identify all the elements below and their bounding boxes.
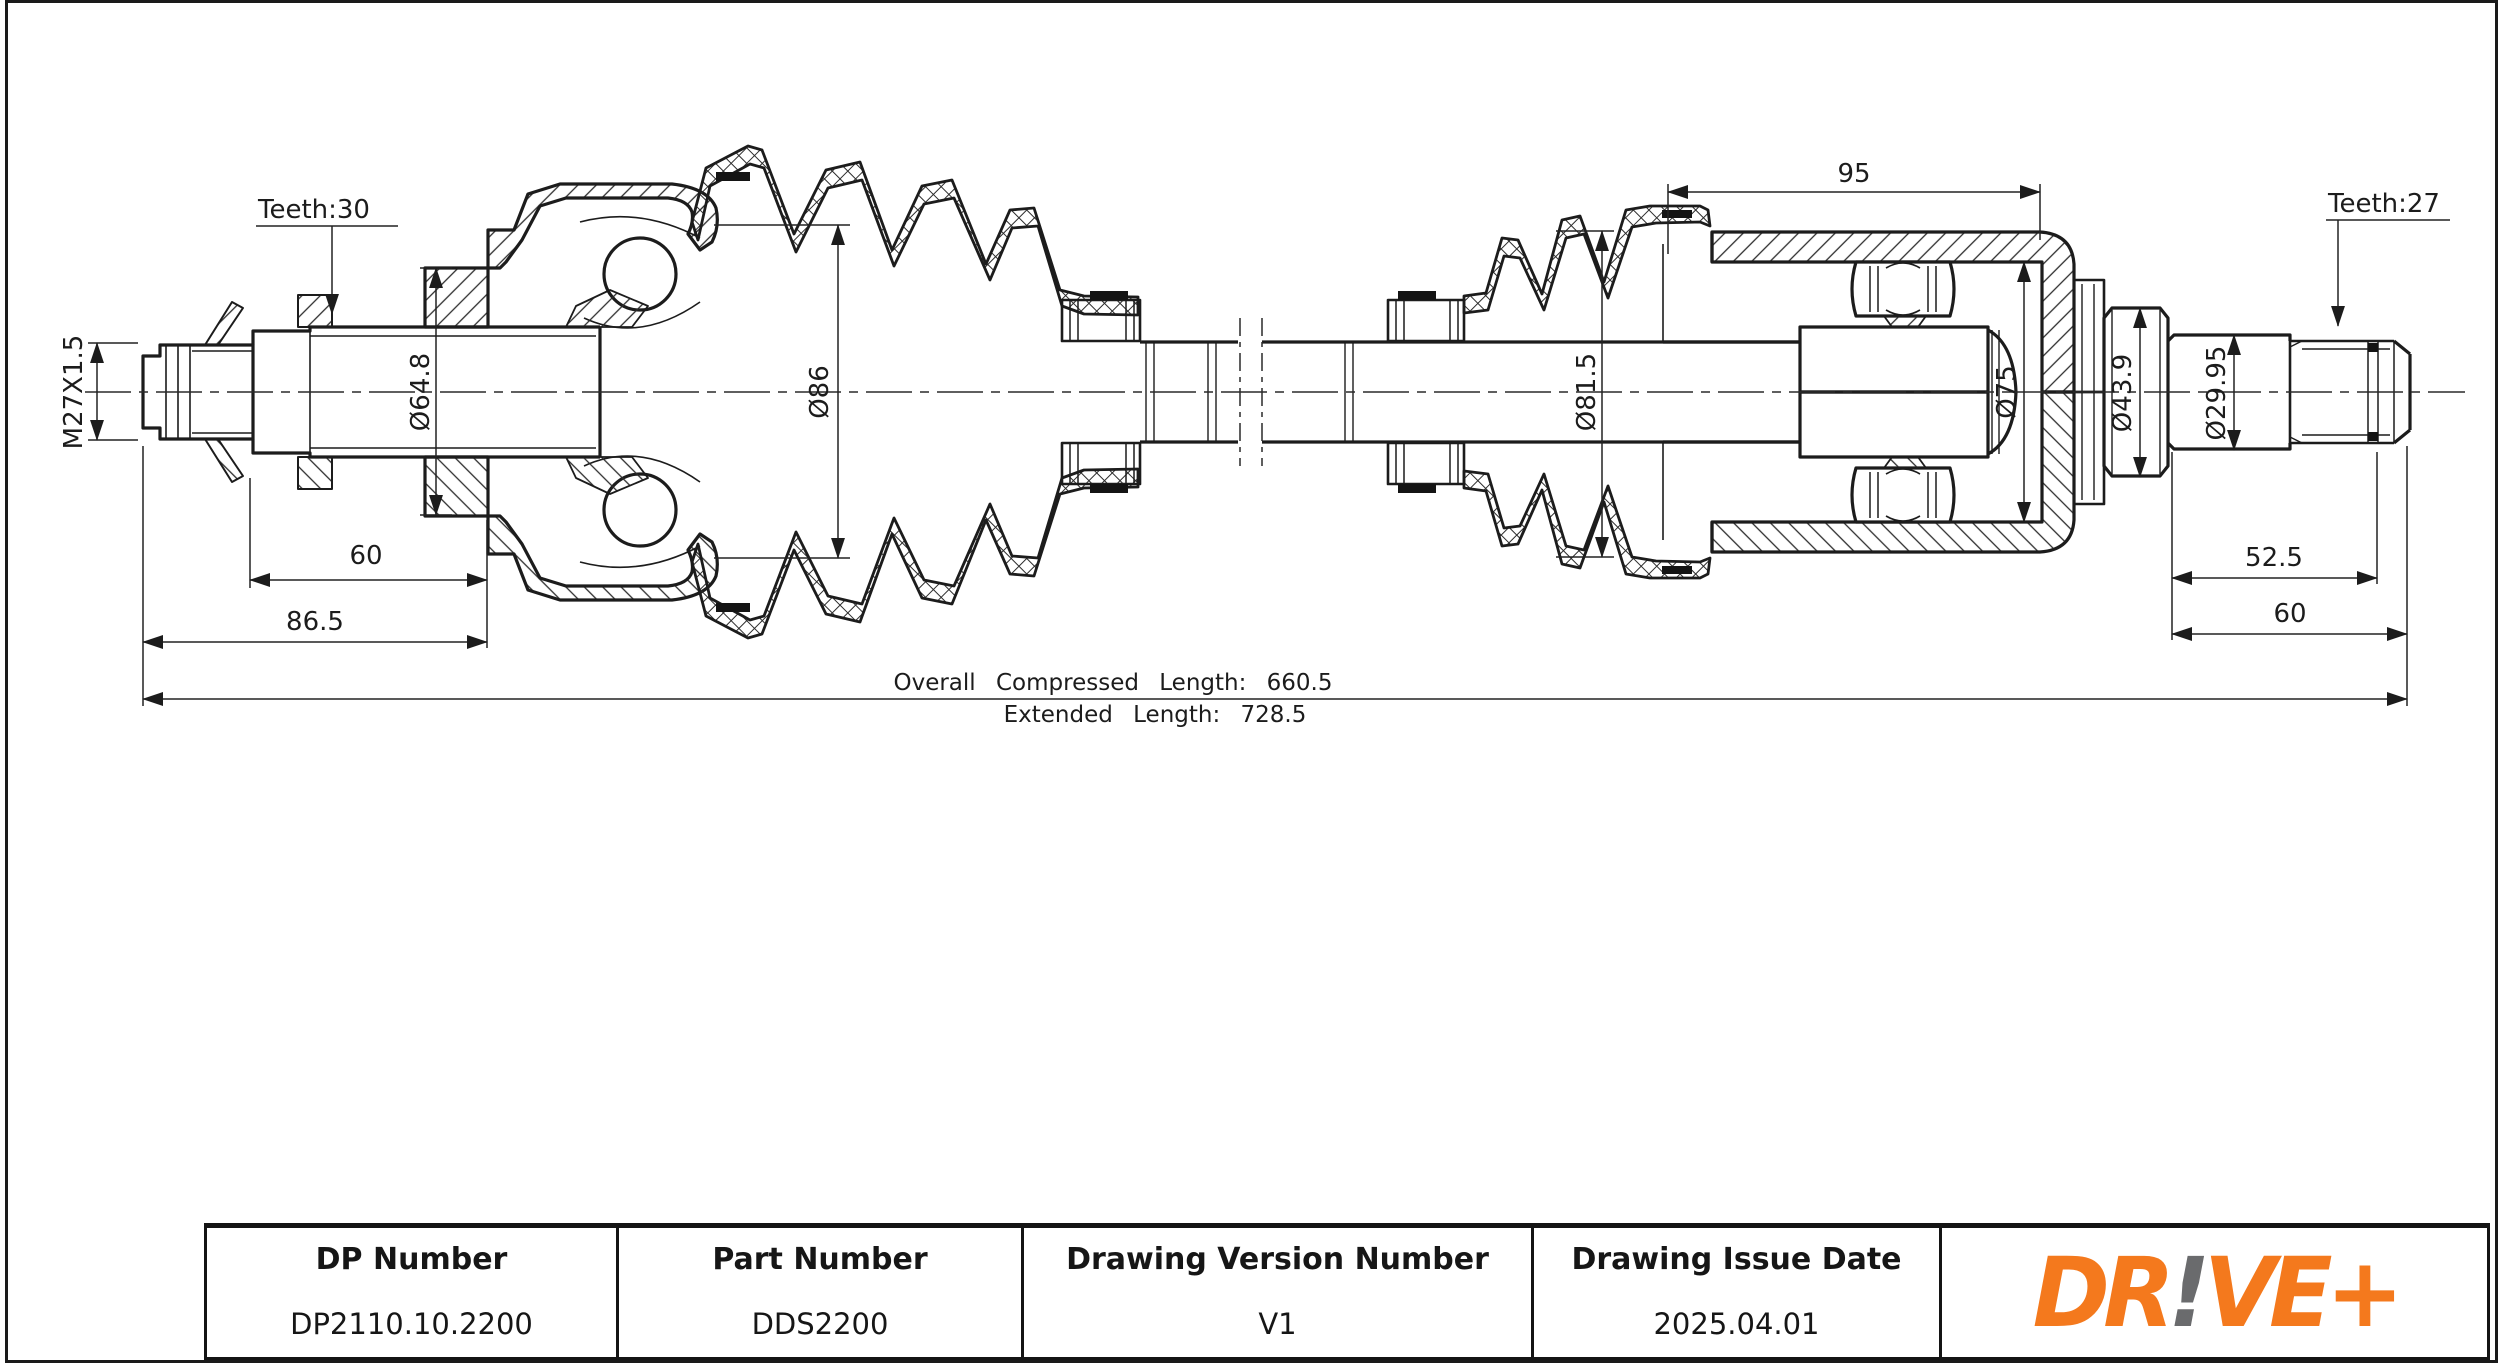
label-overall-compressed-length: Overall Compressed Length: 660.5: [893, 670, 1332, 696]
logo-exclamation: !: [2167, 1236, 2210, 1349]
tripod-roller: [1850, 260, 1956, 318]
header-dp-number-label: DP Number: [315, 1241, 508, 1277]
label-dia-64-8: Ø64.8: [406, 353, 436, 431]
dimension-labels: Teeth:30 Teeth:27 M27X1.5 Ø64.8 Ø86 Ø81.…: [59, 159, 2440, 728]
logo-ve-plus: VE+: [2203, 1236, 2403, 1349]
centerlines: [85, 318, 2465, 466]
label-dia-75: Ø75: [1992, 365, 2022, 419]
label-dim-95: 95: [1837, 159, 1870, 189]
left-boot-clamp-band: [716, 172, 750, 181]
part-number-value: DDS2200: [751, 1306, 889, 1341]
value-issue-date: 2025.04.01: [1531, 1290, 1942, 1360]
label-dia-86: Ø86: [805, 365, 835, 419]
header-part-number-label: Part Number: [712, 1241, 928, 1277]
right-boot-clamp-band: [1662, 210, 1692, 218]
output-shaft: [2166, 333, 2292, 343]
dimension-lines: [88, 184, 2450, 706]
value-part-number: DDS2200: [616, 1290, 1024, 1360]
logo-dr: DR: [2032, 1236, 2174, 1349]
label-dia-81-5: Ø81.5: [1572, 353, 1602, 431]
driveshaft-half: [141, 144, 2412, 394]
label-dim-52-5: 52.5: [2245, 543, 2303, 573]
sheet-border: [5, 0, 2498, 1363]
label-dia-43-9: Ø43.9: [2108, 354, 2138, 432]
header-dp-number: DP Number: [204, 1223, 619, 1293]
left-boot: [690, 144, 1140, 317]
label-dim-86-5: 86.5: [286, 607, 344, 637]
drive-plus-logo: DR!VE+: [2032, 1245, 2403, 1341]
header-part-number: Part Number: [616, 1223, 1024, 1293]
label-extended-length: Extended Length: 728.5: [1004, 702, 1307, 728]
left-cv-joint-bell: [486, 182, 719, 270]
right-joint-housing: [1710, 230, 2076, 394]
label-dim-60-right: 60: [2273, 599, 2306, 629]
label-dim-60-left: 60: [349, 541, 382, 571]
header-issue-date: Drawing Issue Date: [1531, 1223, 1942, 1293]
value-dp-number: DP2110.10.2200: [204, 1290, 619, 1360]
left-thread-stub: [141, 343, 255, 392]
right-boot: [1462, 204, 1712, 315]
header-drawing-version-label: Drawing Version Number: [1066, 1241, 1489, 1277]
label-teeth-left: Teeth:30: [257, 195, 370, 225]
title-block: DP Number Part Number Drawing Version Nu…: [204, 1223, 2490, 1360]
drawing-version-value: V1: [1258, 1306, 1297, 1341]
label-thread: M27X1.5: [59, 335, 89, 450]
logo-cell: DR!VE+: [1939, 1223, 2490, 1360]
label-teeth-right: Teeth:27: [2327, 189, 2440, 219]
output-spline: [2288, 339, 2394, 392]
dp-number-value: DP2110.10.2200: [290, 1306, 533, 1341]
tripod-hub: [1798, 325, 1990, 394]
header-drawing-version: Drawing Version Number: [1021, 1223, 1534, 1293]
value-drawing-version: V1: [1021, 1290, 1534, 1360]
header-issue-date-label: Drawing Issue Date: [1571, 1241, 1902, 1277]
label-dia-29-95: Ø29.95: [2202, 346, 2232, 441]
issue-date-value: 2025.04.01: [1653, 1306, 1820, 1341]
